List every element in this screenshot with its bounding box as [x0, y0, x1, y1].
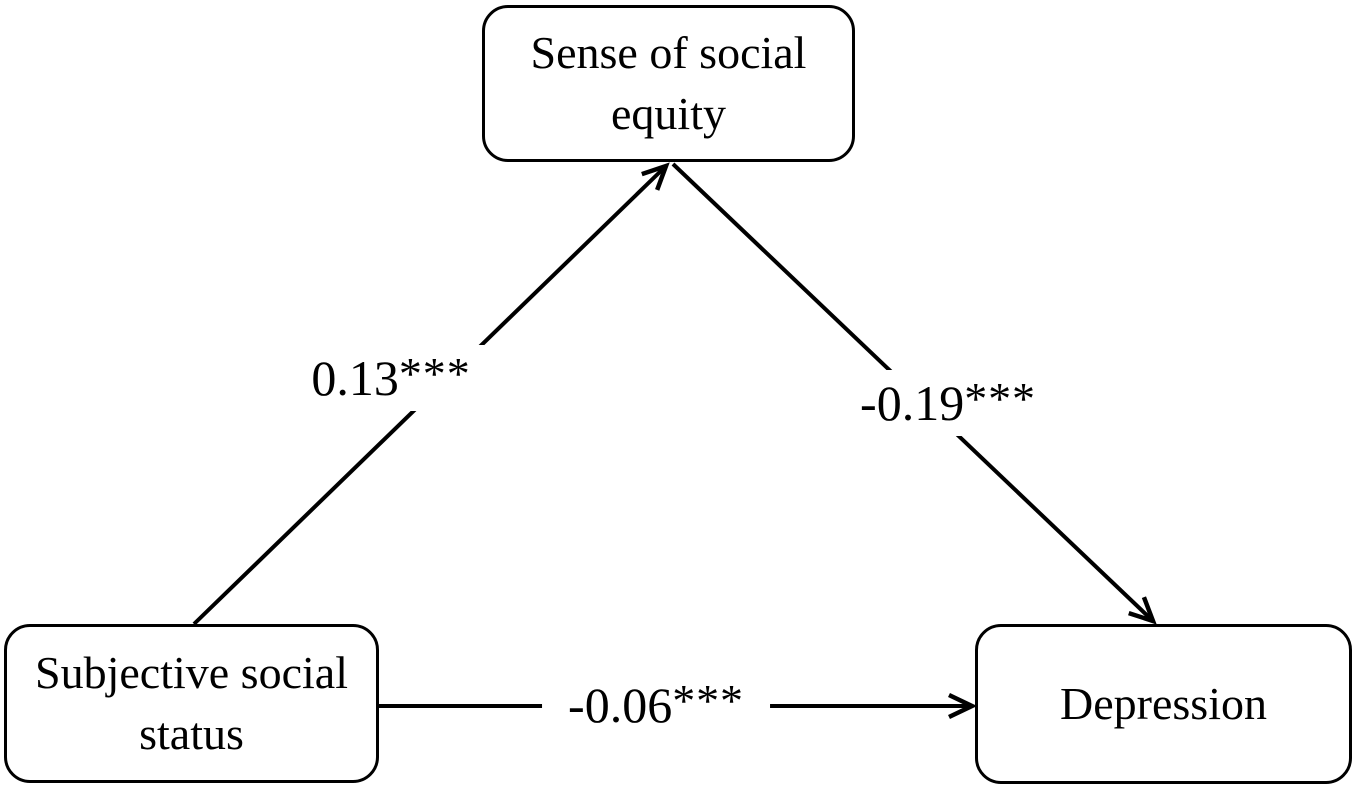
coefficient-value: -0.19 [860, 375, 965, 431]
node-depression: Depression [975, 624, 1352, 784]
coefficient-equity-to-depression: -0.19*** [846, 370, 1050, 436]
node-sense-of-social-equity: Sense of social equity [482, 5, 855, 162]
node-subjective-social-status: Subjective social status [4, 624, 379, 783]
coefficient-value: 0.13 [311, 350, 399, 406]
node-subjective-social-status-label: Subjective social status [35, 646, 348, 759]
significance-stars: *** [964, 373, 1036, 425]
coefficient-value: -0.06 [568, 677, 673, 733]
node-sense-of-social-equity-label: Sense of social equity [530, 26, 807, 139]
significance-stars: *** [398, 348, 471, 400]
significance-stars: *** [672, 675, 744, 727]
coefficient-status-to-equity: 0.13*** [297, 345, 485, 411]
coefficient-status-to-depression: -0.06*** [542, 672, 770, 738]
node-depression-label: Depression [1060, 677, 1267, 729]
